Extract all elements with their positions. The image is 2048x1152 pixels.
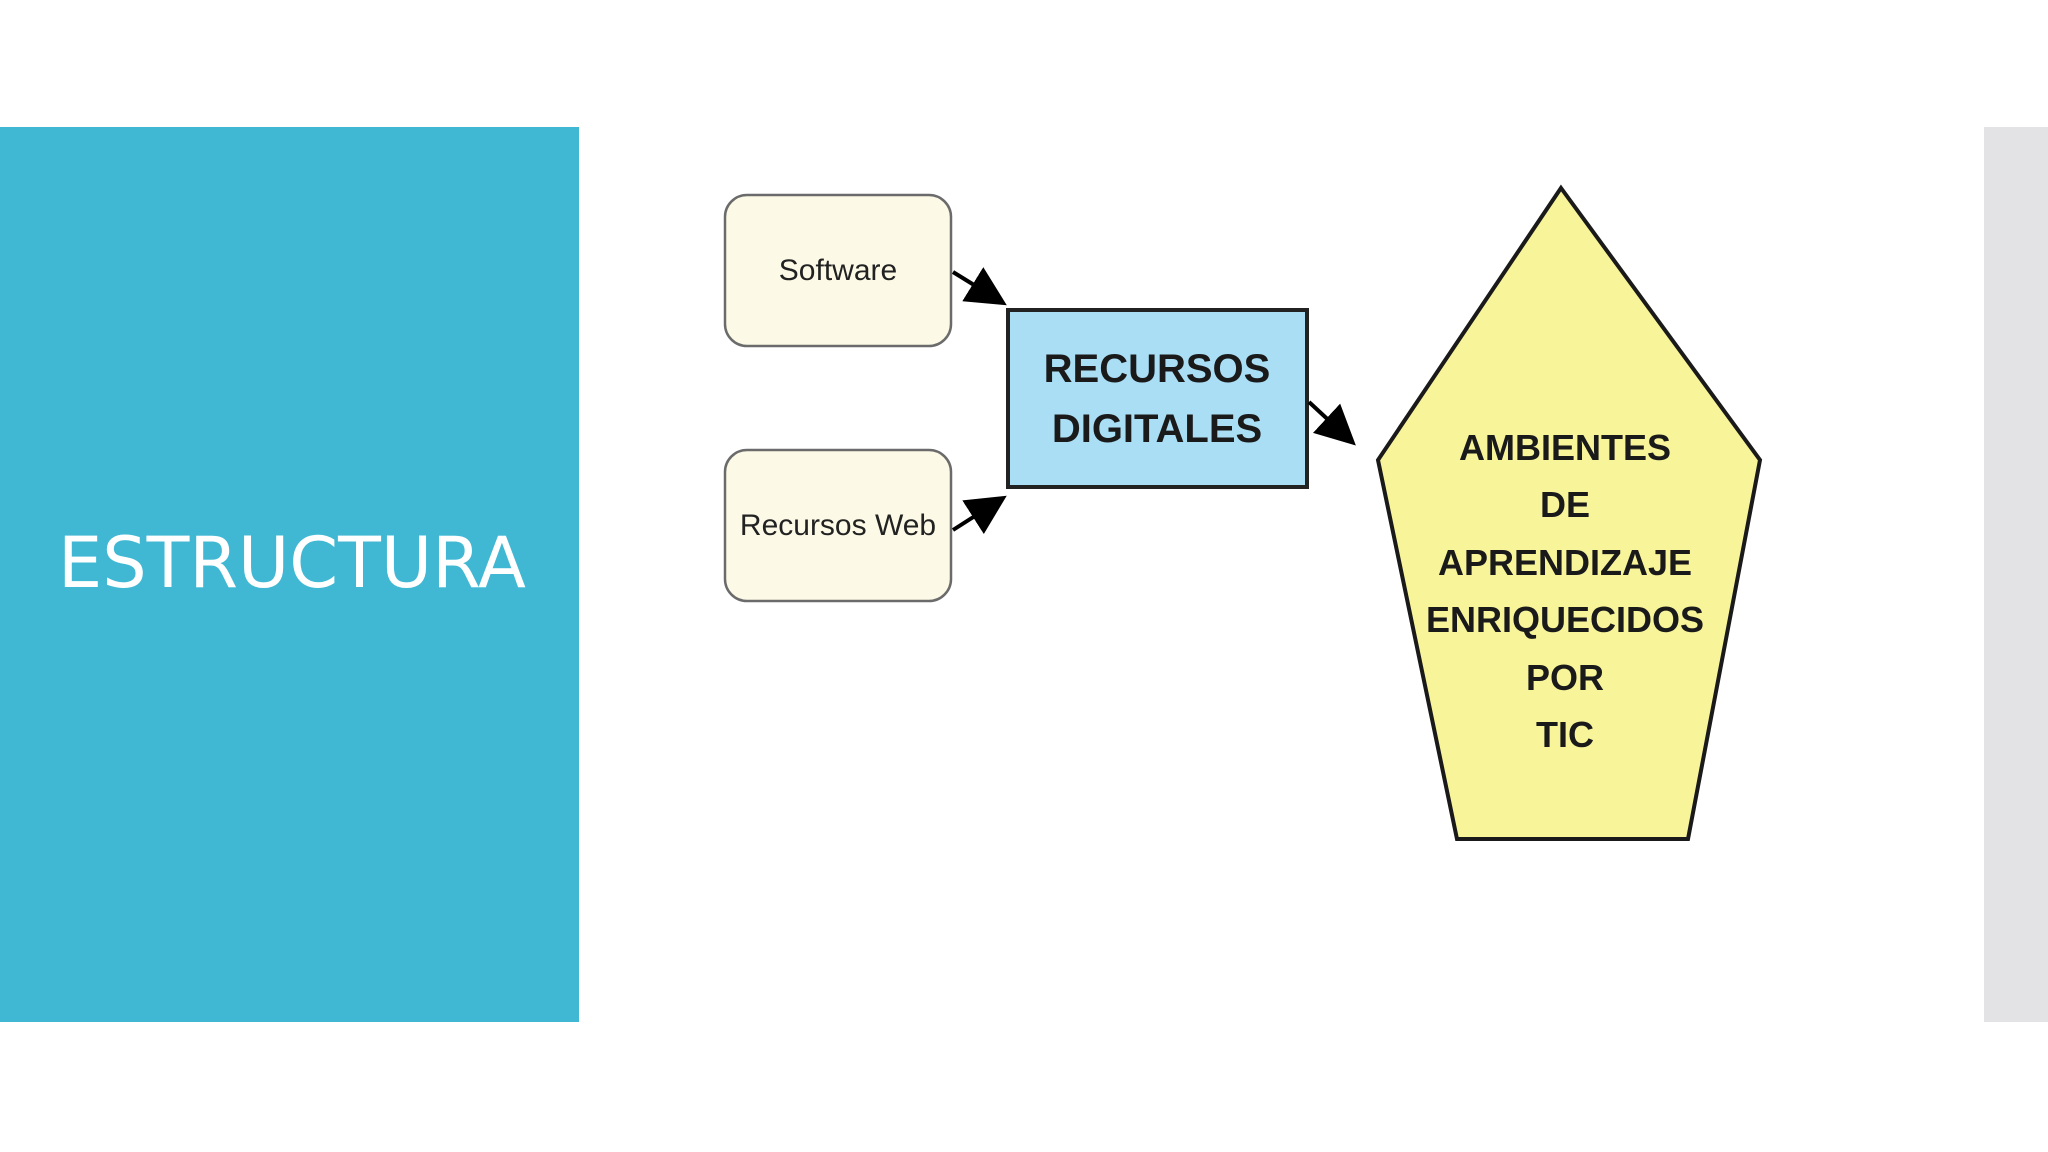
input-label-software: Software bbox=[779, 254, 897, 287]
center-label-line-2: DIGITALES bbox=[1052, 407, 1262, 451]
input-node-software: Software bbox=[723, 193, 953, 348]
arrow-web-to-center bbox=[951, 495, 1007, 535]
input-label-recursos-web: Recursos Web bbox=[740, 509, 936, 542]
center-node-recursos-digitales: RECURSOS DIGITALES bbox=[1006, 308, 1309, 489]
input-node-recursos-web: Recursos Web bbox=[723, 448, 953, 603]
target-label-line-2: DE bbox=[1540, 484, 1590, 525]
target-label-line-1: AMBIENTES bbox=[1459, 427, 1671, 468]
target-label-line-3: APRENDIZAJE bbox=[1438, 542, 1692, 583]
target-label-line-4: ENRIQUECIDOS bbox=[1426, 599, 1704, 640]
right-edge-strip bbox=[1984, 127, 2048, 1022]
arrow-center-to-target bbox=[1307, 400, 1356, 446]
title-panel bbox=[0, 127, 579, 1022]
target-label-line-6: TIC bbox=[1536, 714, 1594, 755]
target-label-line-5: POR bbox=[1526, 657, 1604, 698]
slide-title: ESTRUCTURA bbox=[58, 522, 526, 604]
target-node-ambientes: AMBIENTES DE APRENDIZAJE ENRIQUECIDOS PO… bbox=[1375, 184, 1763, 841]
center-label-line-1: RECURSOS bbox=[1044, 347, 1271, 391]
arrow-software-to-center bbox=[951, 267, 1007, 306]
flow-diagram: Software Recursos Web RECURSOS DIGITALES… bbox=[723, 184, 1763, 841]
